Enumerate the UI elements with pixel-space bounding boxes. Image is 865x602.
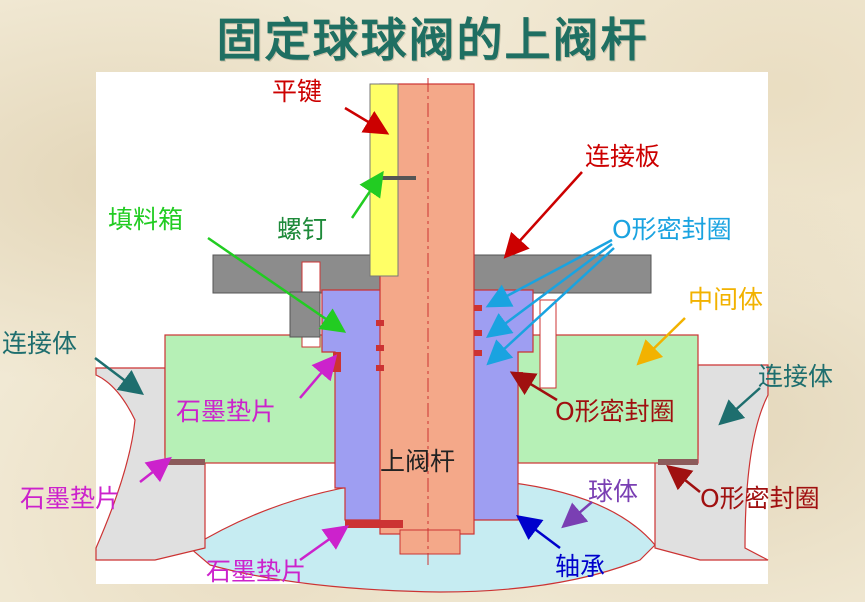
label-screw: 螺钉 [277, 215, 327, 244]
label-ball: 球体 [588, 477, 638, 506]
label-o-ring-mid: O形密封圈 [555, 397, 675, 426]
label-graphite-left: 石墨垫片 [20, 484, 120, 513]
label-bearing: 轴承 [555, 552, 605, 581]
arrow-o-ring-right [666, 464, 701, 493]
label-graphite-bottom: 石墨垫片 [206, 557, 306, 586]
screw-bolt-right [539, 299, 557, 389]
stem-foot [399, 529, 461, 555]
label-connector-left: 连接体 [2, 329, 77, 358]
graphite-gasket-inner-shape [333, 352, 341, 372]
arrow-graphite-left [139, 456, 172, 483]
arrow-connector-right [718, 387, 761, 426]
arrow-bearing [516, 515, 561, 549]
label-connector-right: 连接体 [758, 362, 833, 391]
arrow-connector-left [94, 357, 144, 396]
arrow-graphite-inner [299, 354, 338, 399]
arrow-o-ring-mid [509, 371, 558, 402]
graphite-gasket-bottom-shape [345, 520, 403, 528]
arrow-screw [350, 170, 384, 219]
label-o-ring-right: O形密封圈 [700, 484, 820, 513]
label-graphite-inner: 石墨垫片 [176, 397, 276, 426]
arrow-ball [561, 501, 593, 529]
arrow-connecting-plate [503, 171, 583, 259]
page-title: 固定球球阀的上阀杆 [216, 13, 649, 67]
label-stuffing-box: 填料箱 [108, 205, 183, 234]
label-middle-body: 中间体 [688, 285, 763, 314]
label-o-ring-top: O形密封圈 [612, 215, 732, 244]
arrow-o-ring-3 [486, 247, 615, 366]
label-upper-stem: 上阀杆 [380, 447, 455, 476]
arrow-o-ring-1 [485, 238, 613, 308]
arrow-o-ring-2 [485, 242, 613, 338]
arrow-middle-body [636, 317, 686, 366]
arrow-stuffing-box [207, 236, 347, 333]
graphite-gasket-right-shape [658, 459, 698, 465]
label-connecting-plate: 连接板 [585, 142, 660, 171]
label-flat-key: 平键 [272, 77, 322, 106]
bolt-left-block [289, 291, 321, 338]
arrow-graphite-bottom [299, 525, 350, 562]
graphite-gasket-left-shape [165, 459, 205, 465]
arrow-flat-key [344, 106, 390, 135]
